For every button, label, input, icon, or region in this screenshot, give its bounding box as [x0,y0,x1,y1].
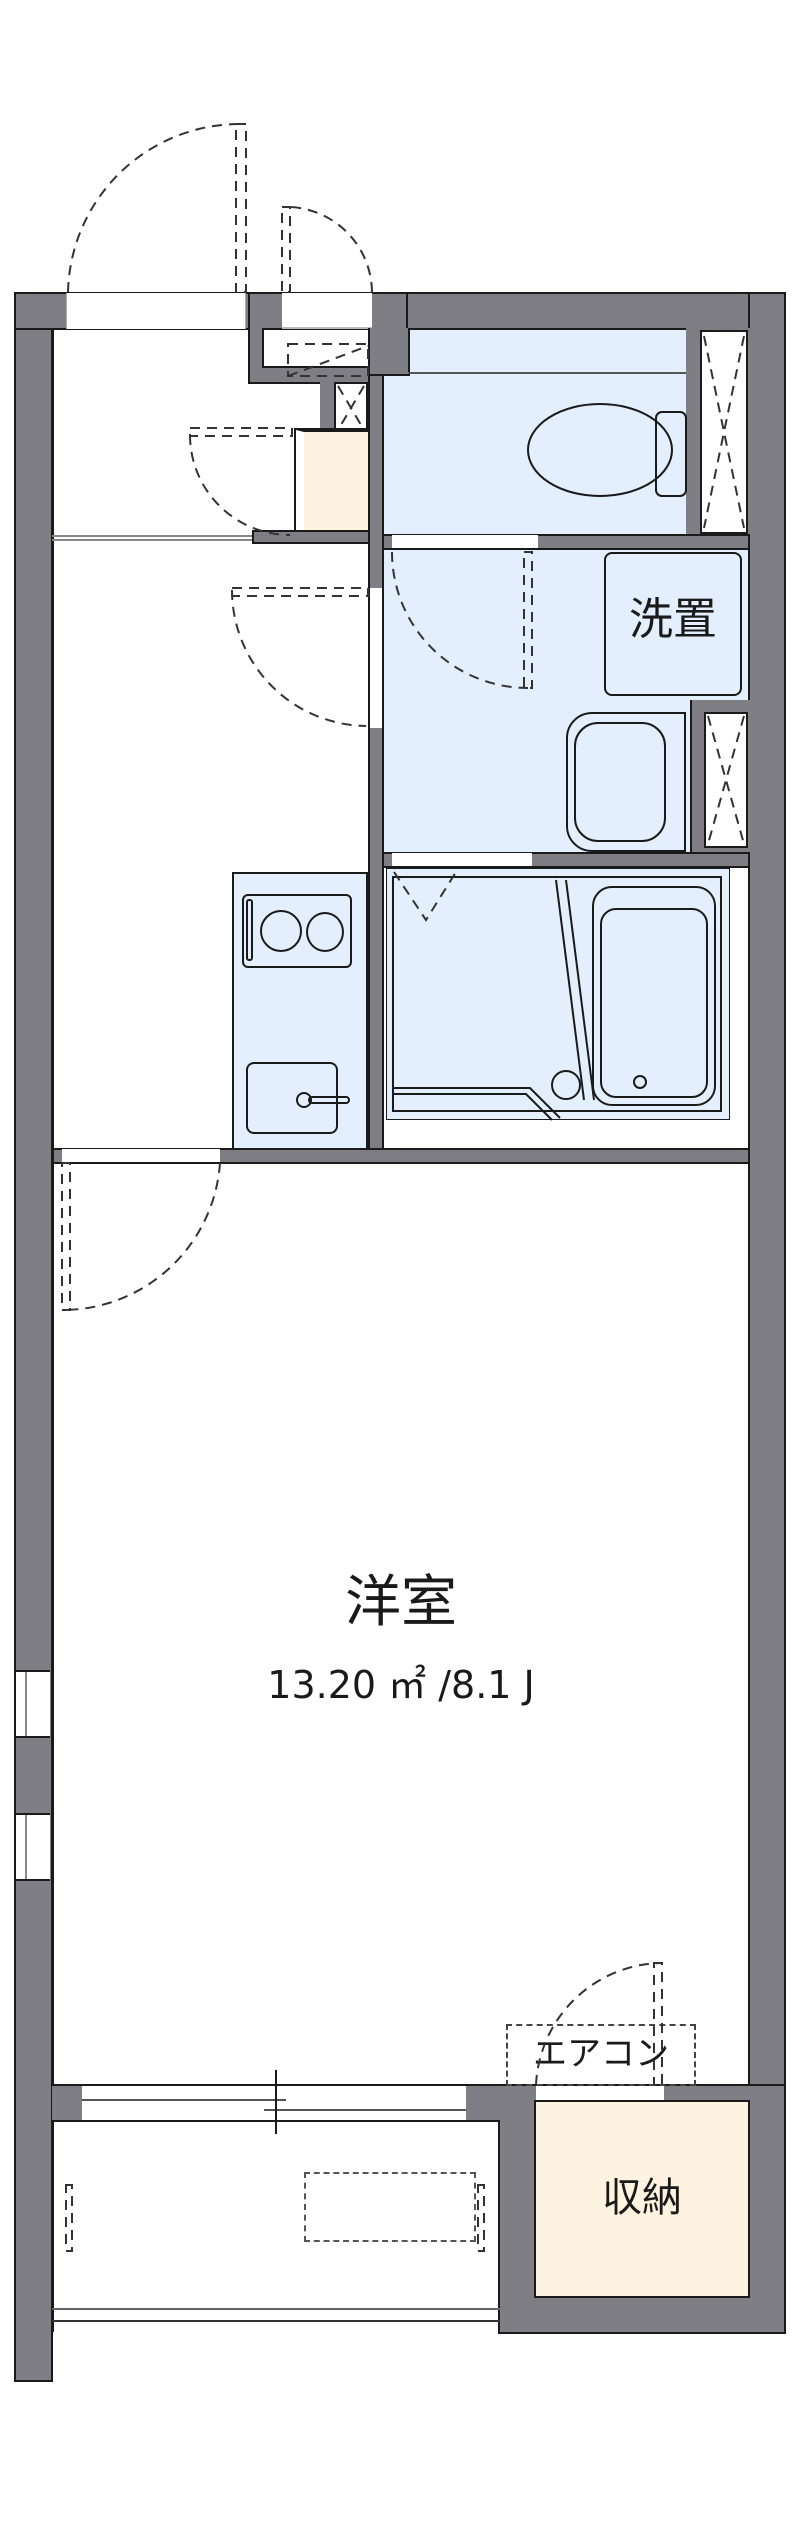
left-window-2 [16,1813,50,1881]
shoe-storage[interactable] [294,428,372,538]
unit-bath [386,868,730,1120]
pipe-shaft-upper [700,330,748,534]
entrance-door-leaf [235,123,247,293]
storage-door-opening [536,2086,664,2100]
room-door-opening [62,1149,220,1163]
stove-burner-left [260,910,302,952]
balcony [52,2120,500,2332]
storage-closet[interactable] [534,2100,750,2298]
stove[interactable] [242,894,352,968]
toilet-bowl [527,403,673,497]
faucet-handle [308,1096,350,1104]
toilet-top-notch [370,328,410,376]
meter-box-opening [282,293,372,329]
pipe-shaft-lower [704,712,748,848]
air-conditioner-label: エアコン [533,2034,669,2074]
bathtub-inner [600,908,708,1098]
tub-drain [633,1075,647,1089]
toilet-door-opening [392,535,538,549]
entrance-door-swing [67,123,241,293]
toilet-tank [655,411,687,497]
western-room-name: 洋室 [345,1570,457,1635]
toilet-room [382,328,688,536]
washer-space[interactable] [604,552,742,696]
genkan-step-line [52,535,252,541]
western-room-area: 13.20 ㎡ /8.1 J [267,1663,535,1707]
air-conditioner [506,2024,696,2086]
balcony-wall-right [466,2084,500,2122]
kitchen-sink[interactable] [246,1062,338,1134]
washroom-door-opening [370,588,382,728]
storage-label: 収納 [602,2175,682,2221]
left-window-1 [16,1670,50,1738]
wash-basin-bowl [574,722,666,842]
outdoor-unit [304,2172,476,2242]
bath-drain [551,1070,581,1100]
unit-bath-inner [392,876,722,1112]
balcony-railing [52,2308,500,2322]
bathtub[interactable] [592,886,716,1106]
bath-door-opening [392,853,532,867]
entrance-door-opening [66,293,246,329]
outer-wall-left [14,292,53,2382]
washer-label: 洗置 [629,594,717,645]
toilet-shelf-line [408,372,686,374]
stove-burner-right [306,912,344,952]
